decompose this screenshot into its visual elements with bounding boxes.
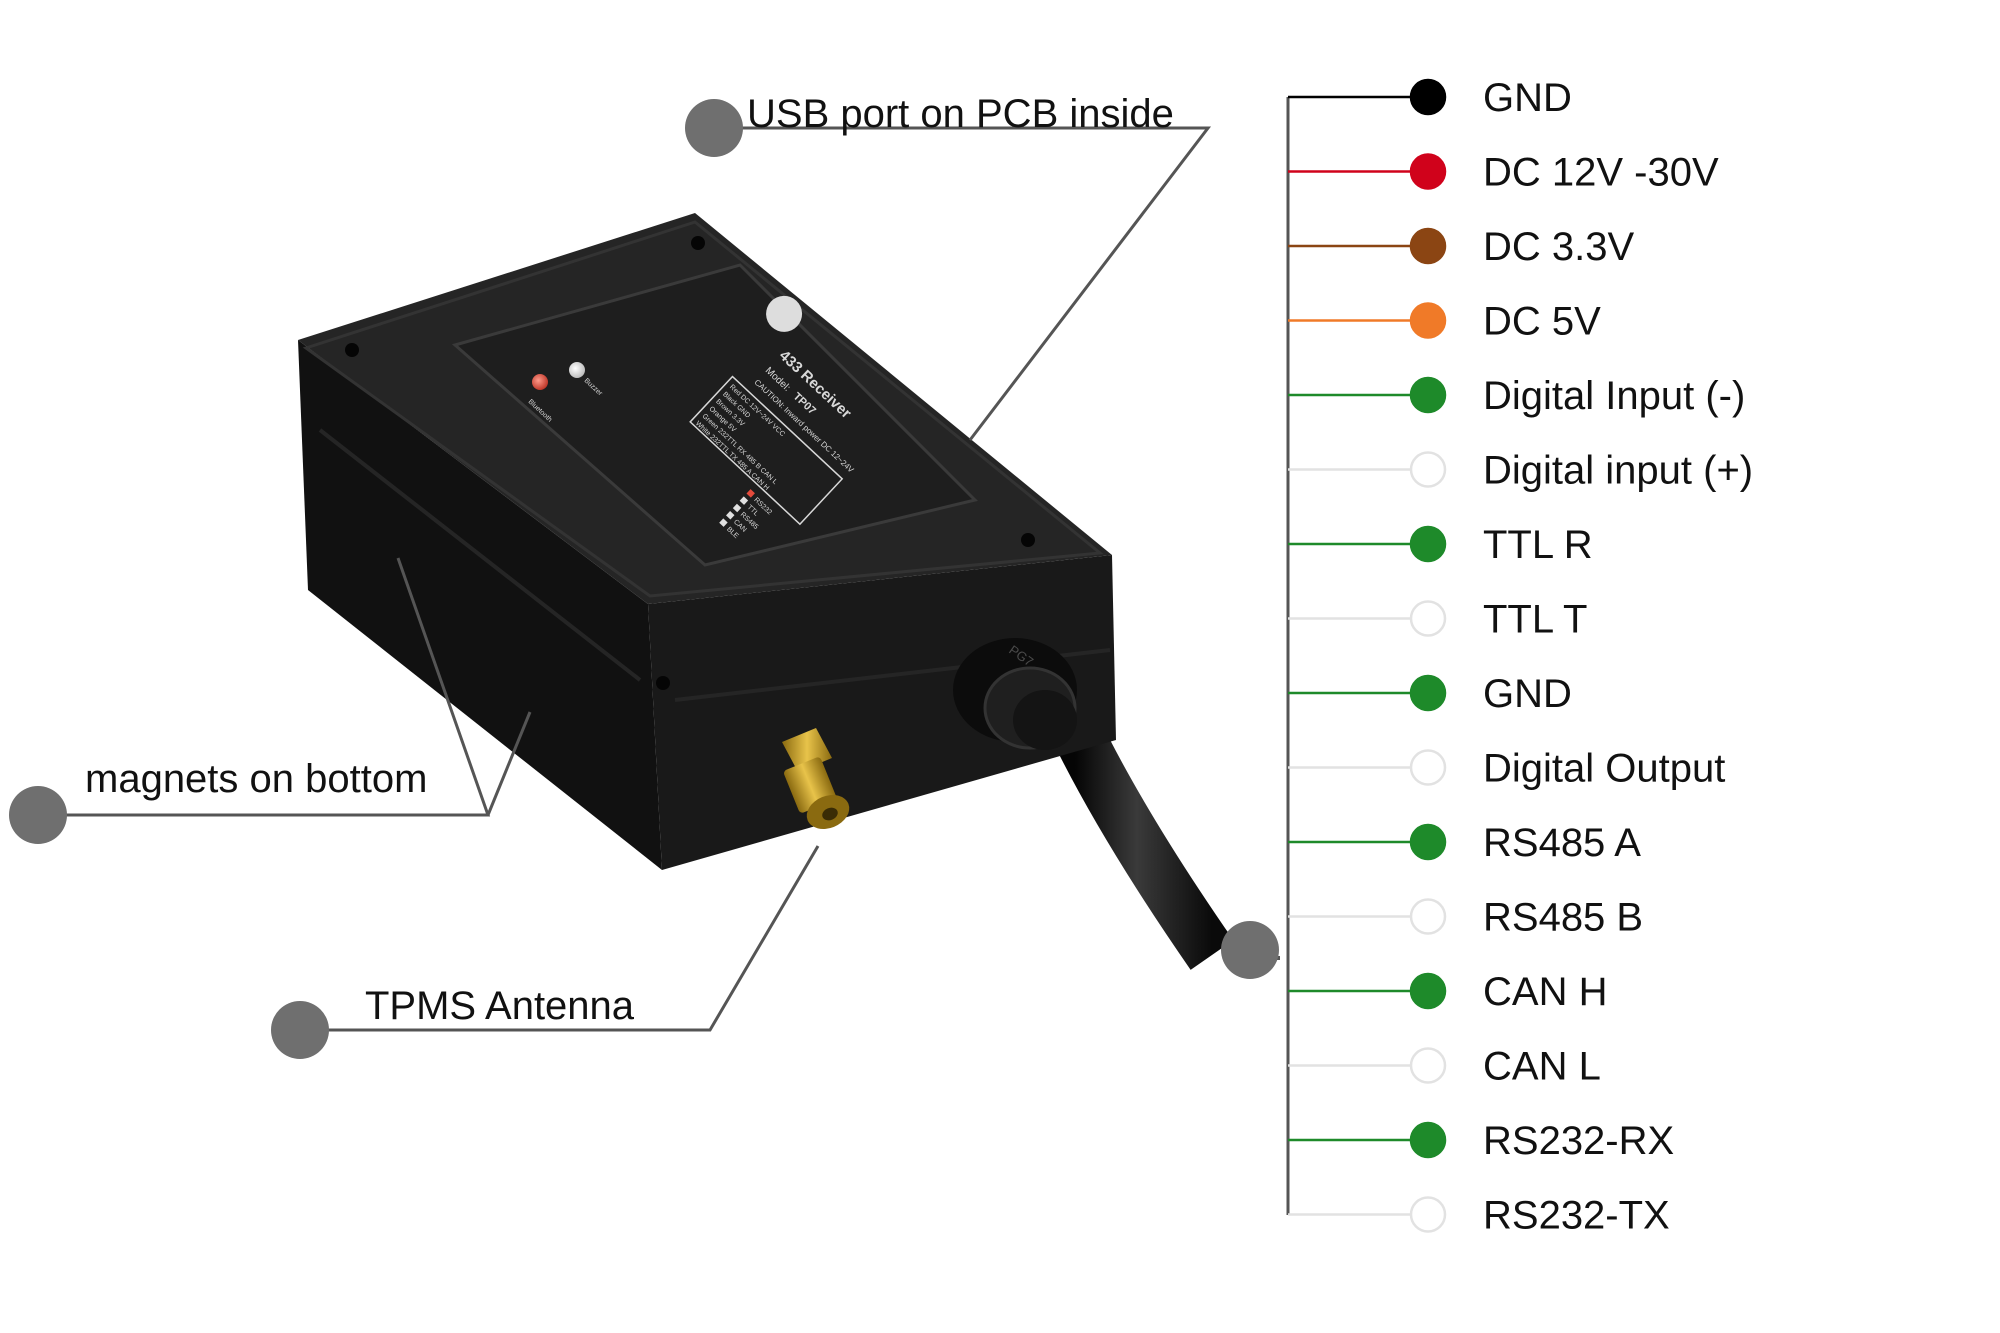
pin-row: RS232-TX bbox=[1288, 1194, 1670, 1238]
pin-label: CAN H bbox=[1483, 970, 1607, 1014]
pin-color-dot bbox=[1409, 525, 1447, 563]
pin-color-dot bbox=[1409, 227, 1447, 265]
callout-usb-port: USB port on PCB inside bbox=[685, 92, 1212, 441]
pin-color-dot bbox=[1409, 972, 1447, 1010]
pin-row: CAN H bbox=[1288, 970, 1607, 1014]
pin-color-dot bbox=[1409, 451, 1447, 488]
pin-color-dot bbox=[1409, 1196, 1447, 1233]
pin-label: RS485 A bbox=[1483, 821, 1641, 865]
pin-color-dot bbox=[1409, 153, 1447, 190]
cable-end-dot bbox=[1221, 921, 1279, 979]
label-panel bbox=[451, 263, 978, 567]
pin-label: Digital Output bbox=[1483, 747, 1725, 791]
pin-row: RS232-RX bbox=[1288, 1119, 1674, 1163]
pin-row: CAN L bbox=[1288, 1045, 1601, 1089]
buzzer-led bbox=[569, 362, 585, 378]
pin-label: GND bbox=[1483, 76, 1572, 120]
pin-label: RS232-RX bbox=[1483, 1119, 1674, 1163]
device-right-face bbox=[648, 555, 1116, 870]
pin-label: Digital input (+) bbox=[1483, 449, 1753, 493]
pin-row: DC 12V -30V bbox=[1288, 151, 1719, 195]
pin-color-dot bbox=[1409, 1047, 1447, 1084]
pin-row: TTL R bbox=[1288, 523, 1593, 567]
pin-color-dot bbox=[1409, 749, 1447, 786]
antenna-connector bbox=[782, 728, 850, 829]
pin-row: Digital Output bbox=[1288, 747, 1725, 791]
pin-row: Digital Input (-) bbox=[1288, 374, 1745, 418]
pin-row: TTL T bbox=[1288, 598, 1587, 642]
device-front-face bbox=[298, 340, 662, 870]
pin-label: CAN L bbox=[1483, 1045, 1601, 1089]
pin-row: RS485 A bbox=[1288, 821, 1641, 865]
pin-row: DC 5V bbox=[1288, 300, 1601, 344]
callout-usb-label: USB port on PCB inside bbox=[747, 92, 1174, 136]
callout-antenna-label: TPMS Antenna bbox=[365, 984, 635, 1028]
pin-color-dot bbox=[1409, 674, 1447, 712]
pin-label: GND bbox=[1483, 672, 1572, 716]
pin-color-dot bbox=[1409, 898, 1447, 935]
callout-magnets-label: magnets on bottom bbox=[85, 757, 427, 801]
pin-color-dot bbox=[1409, 78, 1447, 116]
callout-dot bbox=[685, 99, 743, 157]
pin-label: DC 3.3V bbox=[1483, 225, 1634, 269]
pin-label: DC 12V -30V bbox=[1483, 151, 1719, 195]
cable-gland: PG7 bbox=[953, 638, 1077, 750]
pin-color-dot bbox=[1409, 823, 1447, 861]
pin-color-dot bbox=[1409, 302, 1447, 339]
pin-label: DC 5V bbox=[1483, 300, 1601, 344]
pin-row: Digital input (+) bbox=[1288, 449, 1753, 493]
receiver-device: 433 Receiver Model: TP07 CAUTION: Inward… bbox=[298, 213, 1280, 970]
pin-label: Digital Input (-) bbox=[1483, 374, 1745, 418]
callout-antenna: TPMS Antenna bbox=[271, 845, 820, 1059]
pin-row: GND bbox=[1288, 76, 1572, 120]
callout-dot bbox=[9, 786, 67, 844]
pin-row: DC 3.3V bbox=[1288, 225, 1634, 269]
callout-dot bbox=[271, 1001, 329, 1059]
pin-label: RS485 B bbox=[1483, 896, 1643, 940]
callout-magnets: magnets on bottom bbox=[9, 557, 532, 844]
brand-logo bbox=[766, 295, 803, 332]
pin-color-dot bbox=[1409, 1121, 1447, 1159]
pin-label: TTL T bbox=[1483, 598, 1587, 642]
pin-label: TTL R bbox=[1483, 523, 1593, 567]
pin-color-dot bbox=[1409, 600, 1447, 637]
bluetooth-led bbox=[532, 374, 548, 390]
pin-color-dot bbox=[1409, 376, 1447, 414]
pin-row: RS485 B bbox=[1288, 896, 1643, 940]
pin-row: GND bbox=[1288, 672, 1572, 716]
pin-label: RS232-TX bbox=[1483, 1194, 1670, 1238]
pinout-list: GND DC 12V -30V DC 3.3V DC 5V Digital Input … bbox=[1286, 76, 1753, 1238]
